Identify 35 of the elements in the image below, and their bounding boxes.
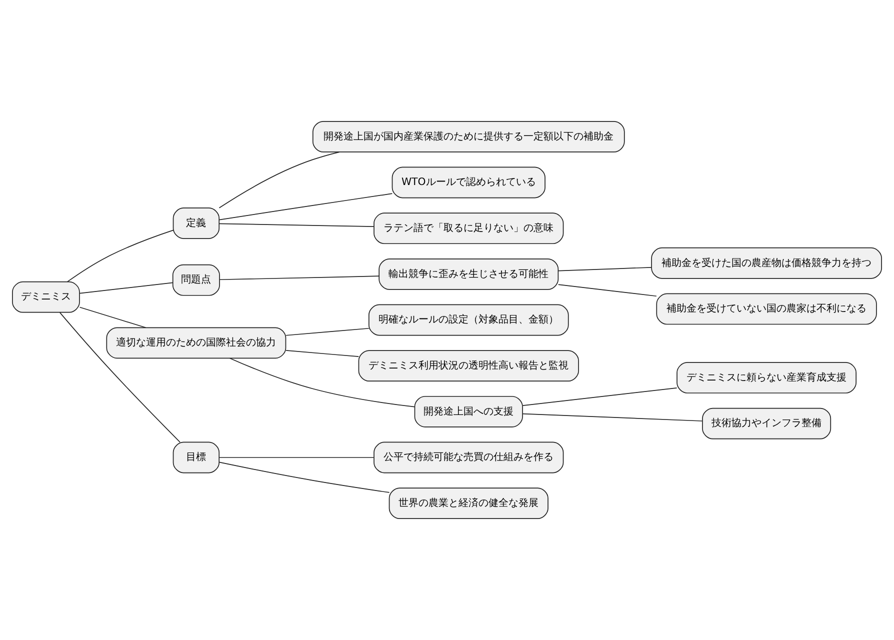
node-box: 補助金を受けた国の農産物は価格競争力を持つ bbox=[651, 247, 882, 279]
node-box: WTOルールで認められている bbox=[392, 166, 546, 198]
node-box: 輸出競争に歪みを生じさせる可能性 bbox=[378, 258, 559, 290]
connector bbox=[218, 152, 340, 208]
node-box: 開発途上国への支援 bbox=[414, 396, 523, 428]
connector bbox=[558, 284, 657, 297]
node-box: デミニミス利用状況の透明性高い報告と監視 bbox=[358, 350, 579, 382]
connector bbox=[229, 358, 415, 408]
node-box: 開発途上国が国内産業保護のために提供する一定額以下の補助金 bbox=[312, 120, 625, 152]
connector bbox=[218, 223, 374, 227]
node-box: ラテン語で「取るに足りない」の意味 bbox=[374, 212, 564, 244]
connector bbox=[218, 462, 390, 493]
connector bbox=[218, 457, 374, 458]
node-box: 定義 bbox=[172, 208, 220, 239]
connector bbox=[219, 276, 380, 280]
connector bbox=[59, 312, 180, 443]
node-box: デミニミスに頼らない産業育成支援 bbox=[676, 362, 857, 394]
connector bbox=[286, 350, 360, 358]
connector bbox=[79, 306, 146, 328]
node-box: 補助金を受けていない国の農家は不利になる bbox=[656, 293, 877, 325]
connector bbox=[79, 282, 174, 294]
node-box: 世界の農業と経済の健全な発展 bbox=[388, 488, 548, 520]
node-box: 問題点 bbox=[172, 264, 220, 296]
connector bbox=[522, 387, 678, 406]
connector bbox=[522, 413, 703, 422]
connector bbox=[286, 328, 370, 336]
connector bbox=[67, 230, 174, 282]
node-box: デミニミス bbox=[12, 281, 80, 313]
connector bbox=[558, 266, 652, 272]
node-box: 明確なルールの設定（対象品目、金額） bbox=[368, 304, 569, 336]
node-box: 技術協力やインフラ整備 bbox=[702, 408, 832, 440]
node-box: 目標 bbox=[172, 442, 220, 474]
connector bbox=[218, 193, 393, 220]
node-box: 適切な運用のための国際社会の協力 bbox=[106, 327, 286, 359]
node-box: 公平で持続可能な売買の仕組みを作る bbox=[374, 442, 564, 474]
